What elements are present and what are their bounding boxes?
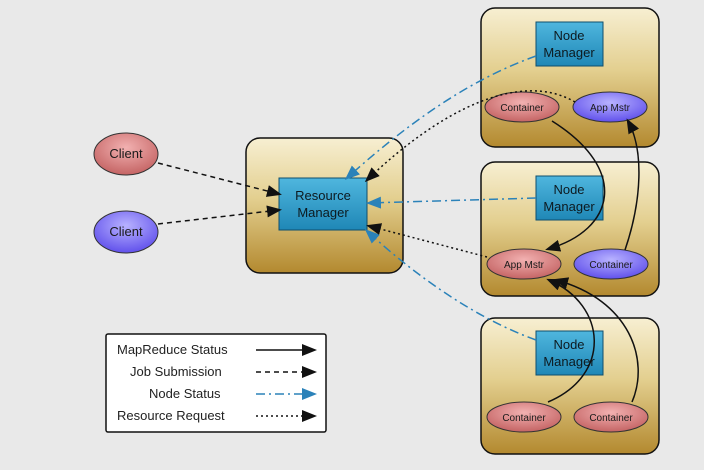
svg-text:Node: Node <box>553 28 584 43</box>
svg-text:Client: Client <box>109 146 143 161</box>
job-submission-client1-arrow <box>157 162 282 197</box>
mapreduce-status-bottom-left-arrow <box>546 278 595 403</box>
svg-text:Container: Container <box>589 413 633 424</box>
client-1: Client <box>93 132 159 176</box>
node-manager-bottom: Node Manager <box>535 330 604 376</box>
svg-text:Node Status: Node Status <box>149 386 221 401</box>
svg-text:Resource: Resource <box>295 188 351 203</box>
svg-text:Client: Client <box>109 224 143 239</box>
legend-item-node-status: Node Status <box>149 386 317 401</box>
svg-text:Manager: Manager <box>543 199 595 214</box>
job-submission-client2-arrow <box>157 205 282 225</box>
resource-request-middle-arrow <box>366 223 488 258</box>
svg-text:Manager: Manager <box>543 354 595 369</box>
svg-text:App Mstr: App Mstr <box>590 103 631 114</box>
node-manager-top: Node Manager <box>535 21 604 67</box>
svg-text:Container: Container <box>502 413 546 424</box>
svg-text:MapReduce Status: MapReduce Status <box>117 342 228 357</box>
client-2: Client <box>93 210 159 254</box>
node-manager-middle: Node Manager <box>535 175 604 221</box>
legend-item-resource-request: Resource Request <box>117 408 317 423</box>
container-middle-right: Container <box>573 248 649 280</box>
node-status-bottom-arrow <box>364 228 537 341</box>
resource-manager: Resource Manager <box>278 177 368 231</box>
container-bottom-right: Container <box>573 401 649 433</box>
container-bottom-left: Container <box>486 401 562 433</box>
svg-text:Resource Request: Resource Request <box>117 408 225 423</box>
legend-item-job-submission: Job Submission <box>130 364 317 379</box>
mapreduce-status-bottom-right-arrow <box>553 277 639 403</box>
app-master-top: App Mstr <box>572 91 648 123</box>
mapreduce-status-mid-container-arrow <box>624 118 640 251</box>
svg-text:Node: Node <box>553 337 584 352</box>
mapreduce-status-top-container-arrow <box>545 120 606 252</box>
svg-text:Container: Container <box>500 103 544 114</box>
legend-item-mapreduce-status: MapReduce Status <box>117 342 317 357</box>
svg-text:Container: Container <box>589 260 633 271</box>
svg-text:App Mstr: App Mstr <box>504 260 545 271</box>
svg-text:Node: Node <box>553 182 584 197</box>
resource-request-top-arrow <box>364 90 576 183</box>
svg-text:Manager: Manager <box>297 205 349 220</box>
svg-text:Manager: Manager <box>543 45 595 60</box>
node-status-top-arrow <box>344 55 537 181</box>
node-status-middle-arrow <box>366 196 537 209</box>
legend: MapReduce Status Job Submission Node Sta… <box>105 333 327 433</box>
app-master-middle: App Mstr <box>486 248 562 280</box>
svg-text:Job Submission: Job Submission <box>130 364 222 379</box>
